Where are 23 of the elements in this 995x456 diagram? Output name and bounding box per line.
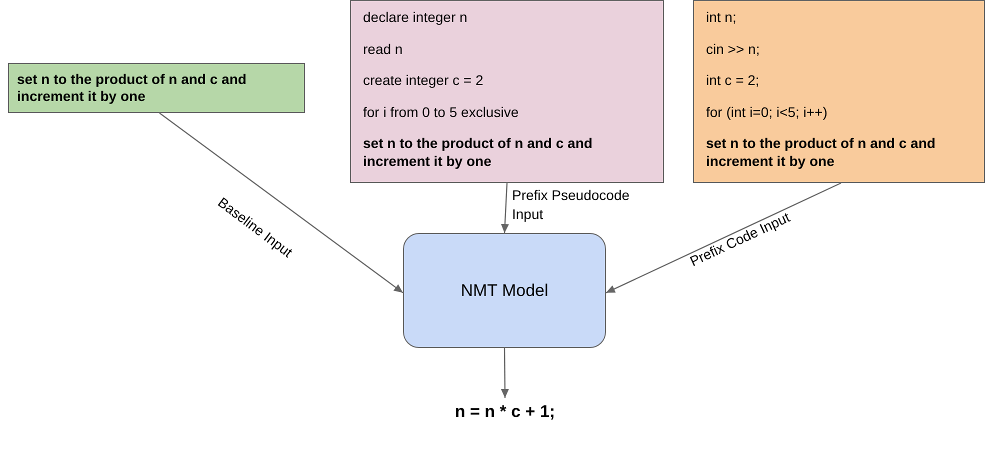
arrow (606, 182, 842, 294)
node-text: create integer c = 2 (363, 72, 484, 90)
code-box (693, 0, 985, 183)
edge-label: Prefix Pseudocode Input (512, 186, 631, 224)
node-text: n = n * c + 1; (454, 401, 556, 423)
node-text: set n to the product of n and c and increment it by one (363, 135, 594, 170)
edge-label: Prefix Code Input (686, 208, 794, 272)
arrow (159, 112, 404, 294)
node-text: cin >> n; (706, 40, 761, 58)
arrow (500, 182, 509, 234)
node-text: set n to the product of n and c and increment it by one (17, 70, 248, 106)
model-box (403, 233, 606, 348)
node-text: NMT Model (460, 280, 548, 302)
arrow (500, 348, 509, 398)
node-text: declare integer n (363, 9, 468, 26)
node-text: int n; (706, 9, 738, 26)
node-text: for (int i=0; i<5; i++) (706, 104, 828, 121)
node-text: int c = 2; (706, 72, 760, 90)
input-box (8, 63, 305, 113)
node-text: set n to the product of n and c and increment it by one (706, 135, 936, 170)
node-text: read n (363, 40, 404, 58)
code-box (350, 0, 664, 183)
node-text: for i from 0 to 5 exclusive (363, 104, 520, 121)
